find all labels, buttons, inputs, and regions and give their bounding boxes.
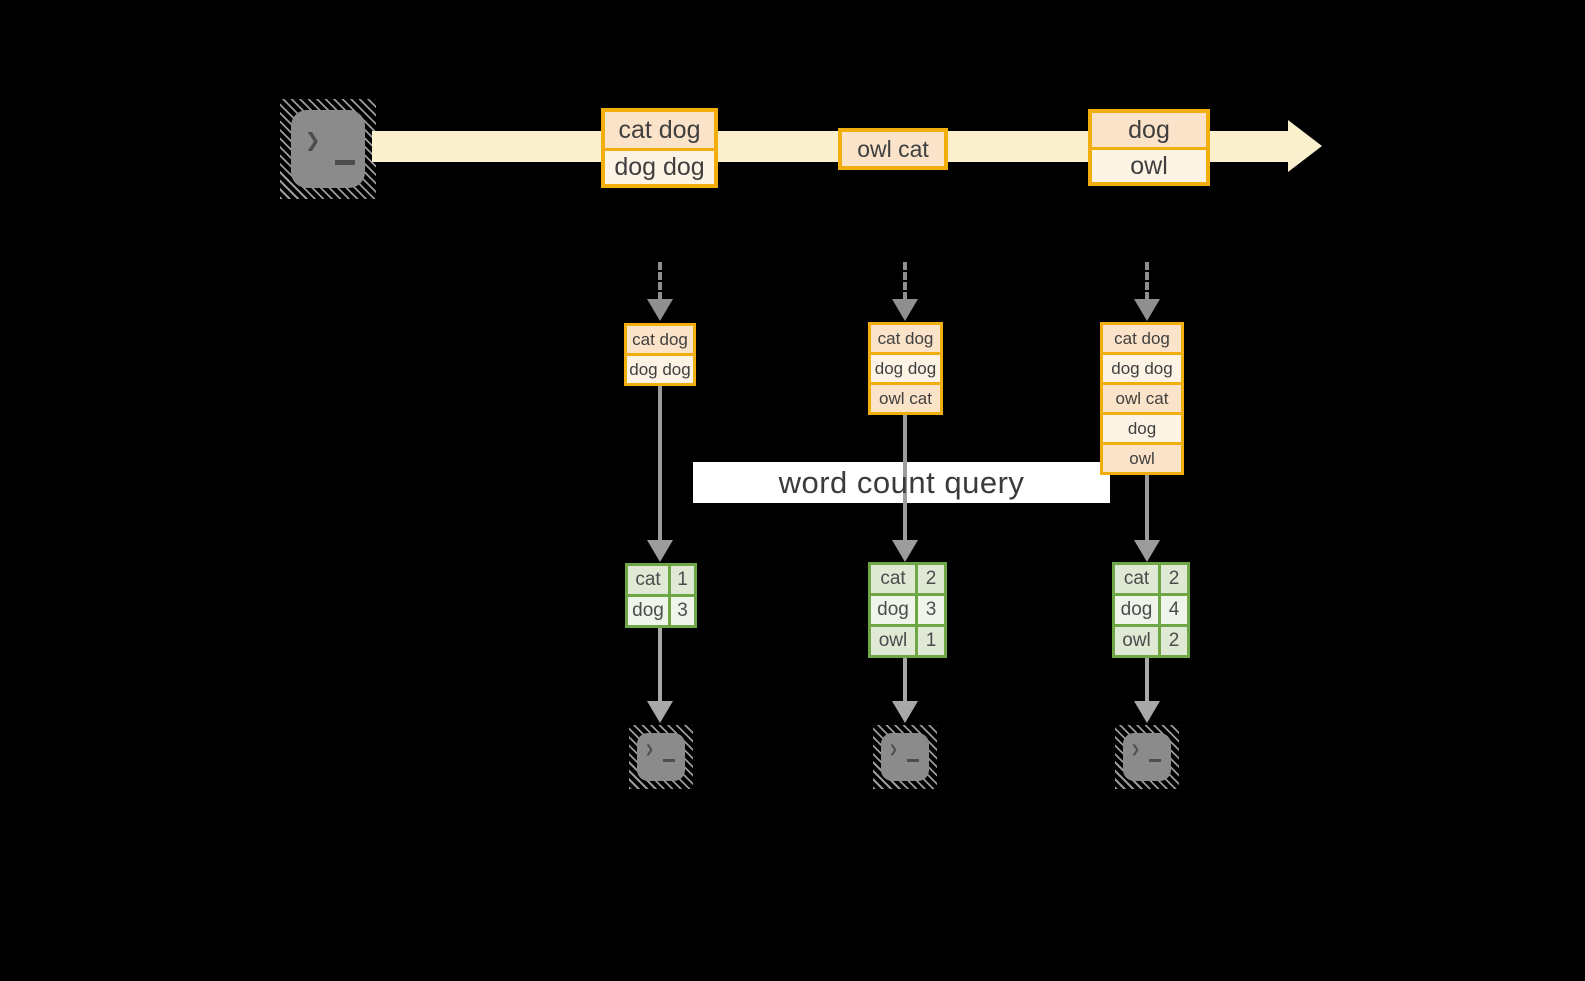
arrowhead-down-icon — [1134, 701, 1160, 723]
dashed-arrow-line — [658, 262, 662, 300]
terminal-screen: ❯ — [1123, 733, 1171, 781]
timeline-batch-1: cat dog dog dog — [601, 108, 718, 188]
terminal-cursor — [663, 759, 675, 762]
batch-cell: owl — [1092, 150, 1206, 182]
count-word-cell: owl — [1115, 627, 1158, 655]
count-word-cell: owl — [871, 627, 915, 655]
arrowhead-down-icon — [892, 701, 918, 723]
output-terminal-icon: ❯ — [873, 725, 937, 789]
stack-cell: owl — [1103, 445, 1181, 472]
stack-cell: dog dog — [871, 355, 940, 382]
input-stack-1: cat dog dog dog — [624, 323, 696, 386]
terminal-cursor — [1149, 759, 1161, 762]
stack-cell: dog dog — [627, 356, 693, 383]
stack-cell: dog dog — [1103, 355, 1181, 382]
count-value-cell: 4 — [1161, 596, 1187, 624]
output-terminal-icon: ❯ — [1115, 725, 1179, 789]
stack-cell: cat dog — [627, 326, 693, 353]
terminal-prompt-glyph: ❯ — [645, 740, 655, 758]
arrowhead-down-icon — [892, 299, 918, 321]
terminal-prompt-glyph: ❯ — [305, 126, 321, 156]
arrow-line — [1145, 472, 1149, 541]
timeline-batch-3: dog owl — [1088, 109, 1210, 186]
arrow-line — [903, 657, 907, 702]
input-stack-3: cat dog dog dog owl cat dog owl — [1100, 322, 1184, 475]
terminal-screen: ❯ — [881, 733, 929, 781]
count-value-cell: 3 — [671, 597, 694, 625]
batch-cell: dog — [1092, 113, 1206, 147]
arrowhead-down-icon — [647, 540, 673, 562]
query-label: word count query — [778, 464, 1025, 500]
count-value-cell: 3 — [918, 596, 944, 624]
terminal-prompt-glyph: ❯ — [1131, 740, 1141, 758]
count-table-3: cat 2 dog 4 owl 2 — [1112, 562, 1190, 658]
dashed-arrow-line — [903, 262, 907, 300]
arrowhead-down-icon — [1134, 540, 1160, 562]
stack-cell: owl cat — [871, 385, 940, 412]
batch-cell: owl cat — [842, 132, 944, 166]
stack-cell: cat dog — [1103, 325, 1181, 352]
count-word-cell: cat — [628, 566, 668, 594]
source-terminal-icon: ❯ — [280, 99, 376, 199]
stream-timeline-arrowhead-icon — [1288, 120, 1322, 172]
arrow-line — [903, 415, 907, 541]
arrow-line — [1145, 657, 1149, 702]
batch-cell: cat dog — [605, 112, 714, 148]
timeline-batch-2: owl cat — [838, 128, 948, 170]
batch-cell: dog dog — [605, 151, 714, 184]
count-table-1: cat 1 dog 3 — [625, 563, 697, 628]
stack-cell: cat dog — [871, 325, 940, 352]
count-value-cell: 2 — [918, 565, 944, 593]
arrowhead-down-icon — [892, 540, 918, 562]
count-word-cell: dog — [871, 596, 915, 624]
count-value-cell: 2 — [1161, 627, 1187, 655]
terminal-prompt-glyph: ❯ — [889, 740, 899, 758]
arrowhead-down-icon — [647, 299, 673, 321]
arrow-line — [658, 628, 662, 702]
arrowhead-down-icon — [647, 701, 673, 723]
terminal-cursor — [335, 160, 355, 165]
terminal-cursor — [907, 759, 919, 762]
count-value-cell: 2 — [1161, 565, 1187, 593]
count-word-cell: dog — [628, 597, 668, 625]
terminal-screen: ❯ — [637, 733, 685, 781]
arrowhead-down-icon — [1134, 299, 1160, 321]
output-terminal-icon: ❯ — [629, 725, 693, 789]
dashed-arrow-line — [1145, 262, 1149, 300]
count-word-cell: cat — [871, 565, 915, 593]
count-value-cell: 1 — [918, 627, 944, 655]
count-table-2: cat 2 dog 3 owl 1 — [868, 562, 947, 658]
stack-cell: dog — [1103, 415, 1181, 442]
arrow-line — [658, 385, 662, 541]
terminal-screen: ❯ — [291, 110, 365, 188]
count-word-cell: cat — [1115, 565, 1158, 593]
query-banner — [693, 462, 1110, 503]
input-stack-2: cat dog dog dog owl cat — [868, 322, 943, 415]
stack-cell: owl cat — [1103, 385, 1181, 412]
count-word-cell: dog — [1115, 596, 1158, 624]
count-value-cell: 1 — [671, 566, 694, 594]
